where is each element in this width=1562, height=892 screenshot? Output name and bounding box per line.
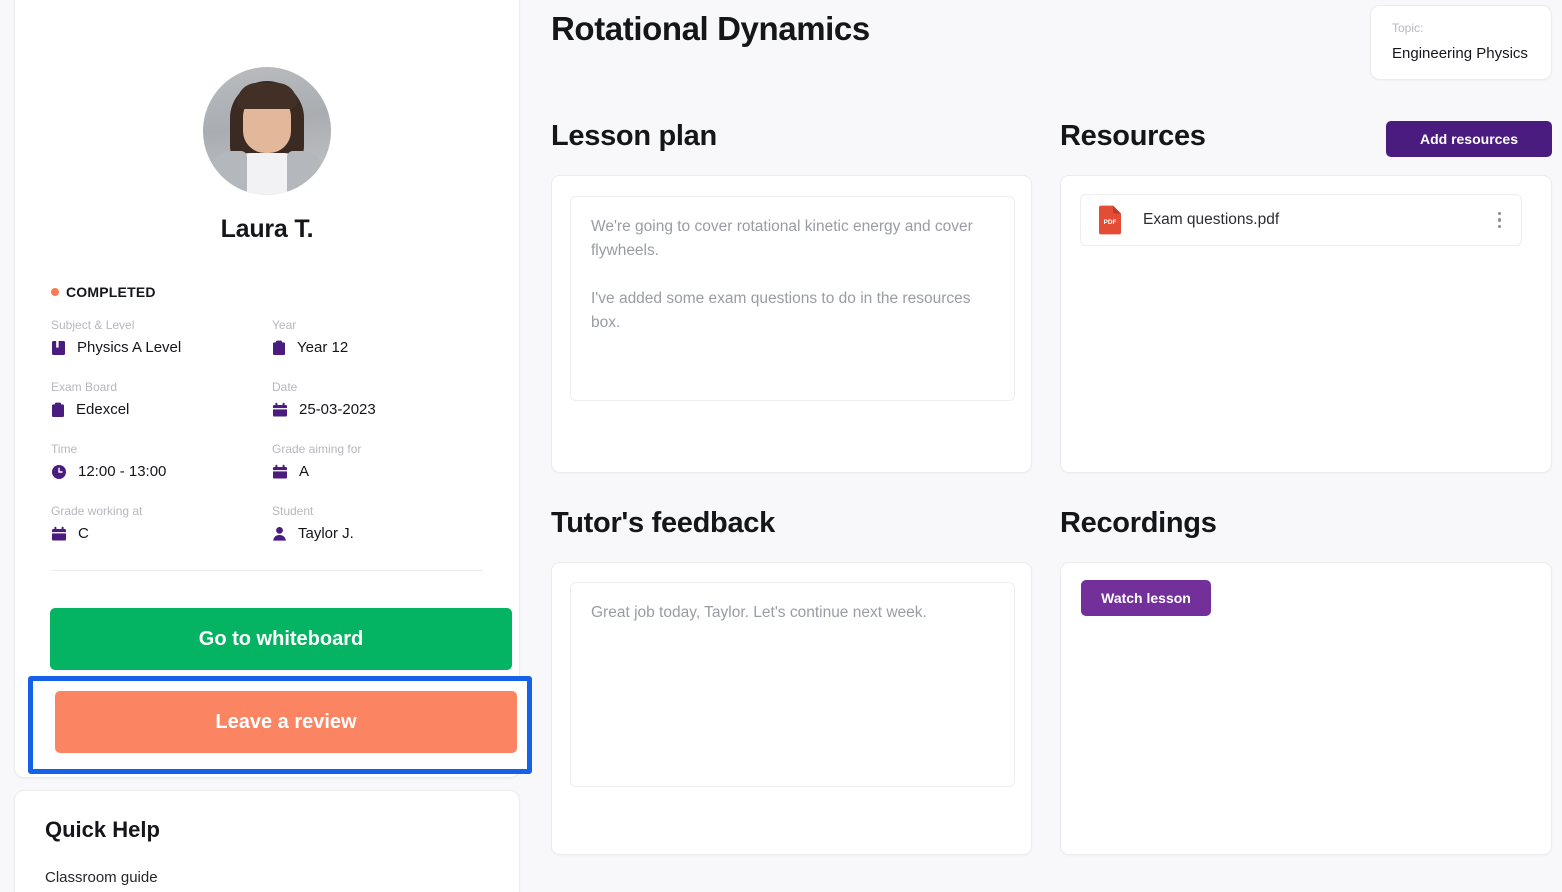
detail-text: 12:00 - 13:00 — [78, 463, 167, 480]
detail-student: Student Taylor J. — [272, 504, 483, 542]
detail-value-row: Taylor J. — [272, 525, 483, 542]
add-resources-button[interactable]: Add resources — [1386, 121, 1552, 157]
tutor-name: Laura T. — [220, 215, 314, 243]
calendar-icon — [52, 526, 66, 540]
detail-text: C — [78, 525, 89, 542]
detail-grade-aiming-for: Grade aiming for A — [272, 442, 483, 480]
clock-icon — [52, 464, 66, 479]
leave-review-highlight-box: Leave a review — [28, 676, 532, 774]
page-title: Rotational Dynamics — [551, 10, 870, 47]
detail-label: Subject & Level — [51, 318, 135, 332]
detail-value-row: Edexcel — [51, 401, 262, 418]
resources-heading: Resources — [1060, 120, 1206, 152]
detail-subject-level: Subject & Level Physics A Level — [51, 318, 262, 356]
status-dot-icon — [51, 288, 59, 296]
clipboard-icon — [273, 340, 285, 355]
status-badge: COMPLETED — [51, 284, 519, 300]
detail-year: Year Year 12 — [272, 318, 483, 356]
detail-date: Date 25-03-2023 — [272, 380, 483, 418]
main-content: Rotational Dynamics Topic: Engineering P… — [551, 0, 1562, 892]
detail-value-row: Year 12 — [272, 339, 483, 356]
detail-text: Year 12 — [297, 339, 349, 356]
kebab-dot — [1497, 224, 1501, 229]
detail-label: Student — [272, 504, 314, 518]
detail-text: 25-03-2023 — [299, 401, 376, 418]
avatar-hair-front-shape — [237, 83, 297, 109]
detail-label: Grade aiming for — [272, 442, 362, 456]
lesson-plan-panel: We're going to cover rotational kinetic … — [551, 175, 1032, 473]
leave-a-review-button[interactable]: Leave a review — [55, 691, 517, 753]
topic-label: Topic: — [1392, 21, 1424, 35]
recordings-panel: Watch lesson — [1060, 562, 1552, 855]
sidebar: Laura T. COMPLETED Subject & Level Physi… — [14, 0, 532, 892]
lesson-plan-heading: Lesson plan — [551, 120, 717, 152]
lesson-plan-textarea[interactable]: We're going to cover rotational kinetic … — [570, 196, 1015, 401]
detail-label: Grade working at — [51, 504, 143, 518]
tutor-feedback-textarea[interactable]: Great job today, Taylor. Let's continue … — [570, 582, 1015, 787]
avatar-container — [15, 0, 519, 195]
clipboard-icon — [52, 402, 64, 417]
kebab-dot — [1497, 218, 1501, 222]
tutor-feedback-heading: Tutor's feedback — [551, 507, 775, 539]
detail-label: Year — [272, 318, 297, 332]
tutor-feedback-text: Great job today, Taylor. Let's continue … — [591, 604, 927, 621]
go-to-whiteboard-button[interactable]: Go to whiteboard — [50, 608, 512, 670]
kebab-dot — [1497, 211, 1501, 216]
resource-list-item[interactable]: PDF Exam questions.pdf — [1080, 194, 1522, 246]
watch-lesson-button[interactable]: Watch lesson — [1081, 580, 1211, 616]
detail-label: Time — [51, 442, 78, 456]
sidebar-divider — [51, 570, 483, 571]
detail-value-row: 25-03-2023 — [272, 401, 483, 418]
tutor-feedback-panel: Great job today, Taylor. Let's continue … — [551, 562, 1032, 855]
detail-label: Date — [272, 380, 298, 394]
detail-time: Time 12:00 - 13:00 — [51, 442, 262, 480]
lesson-details-grid: Subject & Level Physics A Level Year — [51, 318, 483, 542]
calendar-icon — [273, 402, 287, 416]
quick-help-card: Quick Help Classroom guide — [14, 790, 520, 892]
detail-value-row: A — [272, 463, 483, 480]
detail-text: Edexcel — [76, 401, 130, 418]
recordings-heading: Recordings — [1060, 507, 1217, 539]
resource-file-name: Exam questions.pdf — [1143, 211, 1280, 228]
detail-label: Exam Board — [51, 380, 118, 394]
pdf-file-icon: PDF — [1097, 205, 1123, 235]
topic-value: Engineering Physics — [1392, 45, 1528, 62]
avatar-cardigan-left-shape — [213, 151, 247, 195]
detail-exam-board: Exam Board Edexcel — [51, 380, 262, 418]
detail-value-row: 12:00 - 13:00 — [51, 463, 262, 480]
detail-value-row: C — [51, 525, 262, 542]
detail-value-row: Physics A Level — [51, 339, 262, 356]
person-icon — [273, 526, 286, 541]
kebab-menu-icon[interactable] — [1494, 208, 1506, 233]
quick-help-title: Quick Help — [45, 817, 160, 842]
classroom-guide-link[interactable]: Classroom guide — [45, 869, 158, 886]
calendar-icon — [273, 464, 287, 478]
lesson-plan-text: We're going to cover rotational kinetic … — [591, 218, 973, 332]
detail-grade-working-at: Grade working at C — [51, 504, 262, 542]
detail-text: Taylor J. — [298, 525, 354, 542]
avatar-cardigan-right-shape — [287, 151, 321, 195]
detail-text: Physics A Level — [77, 339, 182, 356]
book-icon — [52, 340, 65, 355]
status-label: COMPLETED — [66, 284, 156, 300]
detail-text: A — [299, 463, 310, 480]
avatar — [203, 67, 331, 195]
resources-panel: PDF Exam questions.pdf — [1060, 175, 1552, 473]
svg-text:PDF: PDF — [1104, 219, 1117, 226]
topic-card: Topic: Engineering Physics — [1370, 5, 1552, 80]
